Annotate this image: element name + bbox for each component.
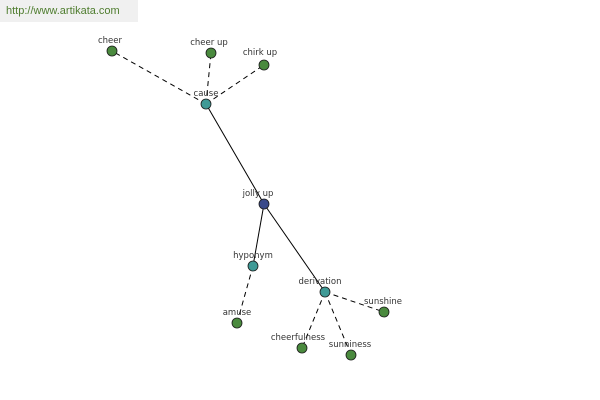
node-sunshine-label: sunshine xyxy=(364,297,402,307)
edge-root-hyponym xyxy=(252,203,265,267)
edge-cause-chirk-up xyxy=(205,64,265,105)
edge-derivation-cheerfulness xyxy=(301,291,326,349)
node-cause-label: cause xyxy=(194,89,219,99)
node-cheer-label: cheer xyxy=(98,36,123,46)
node-cheerfulness[interactable]: cheerfulness xyxy=(271,333,326,354)
edge-cause-cheer xyxy=(111,50,207,105)
edge-root-derivation xyxy=(263,203,326,293)
node-hyponym-label: hyponym xyxy=(233,251,273,261)
node-amuse-label: amuse xyxy=(223,308,252,318)
node-derivation-label: derivation xyxy=(298,277,341,287)
node-sunshine[interactable]: sunshine xyxy=(364,297,402,318)
node-sunniness-label: sunniness xyxy=(329,340,372,350)
node-chirk-up-label: chirk up xyxy=(243,48,277,58)
node-cheer-up-label: cheer up xyxy=(190,38,228,48)
node-cheerfulness-label: cheerfulness xyxy=(271,333,326,343)
node-amuse[interactable]: amuse xyxy=(223,308,252,329)
node-derivation[interactable]: derivation xyxy=(298,277,342,298)
edge-derivation-sunniness xyxy=(324,291,352,356)
node-cheer[interactable]: cheer xyxy=(98,36,123,57)
node-hyponym[interactable]: hyponym xyxy=(233,251,273,272)
edge-hyponym-amuse xyxy=(236,265,254,324)
node-chirk-up[interactable]: chirk up xyxy=(243,48,277,71)
node-root[interactable]: jolly up xyxy=(242,189,274,210)
edge-derivation-sunshine xyxy=(324,291,385,313)
edge-root-cause xyxy=(205,103,265,205)
node-sunniness[interactable]: sunniness xyxy=(329,340,372,361)
node-cheer-up[interactable]: cheer up xyxy=(190,38,228,59)
source-url-link[interactable]: http://www.artikata.com xyxy=(0,0,138,22)
node-cause[interactable]: cause xyxy=(194,89,219,110)
node-root-label: jolly up xyxy=(242,189,274,199)
